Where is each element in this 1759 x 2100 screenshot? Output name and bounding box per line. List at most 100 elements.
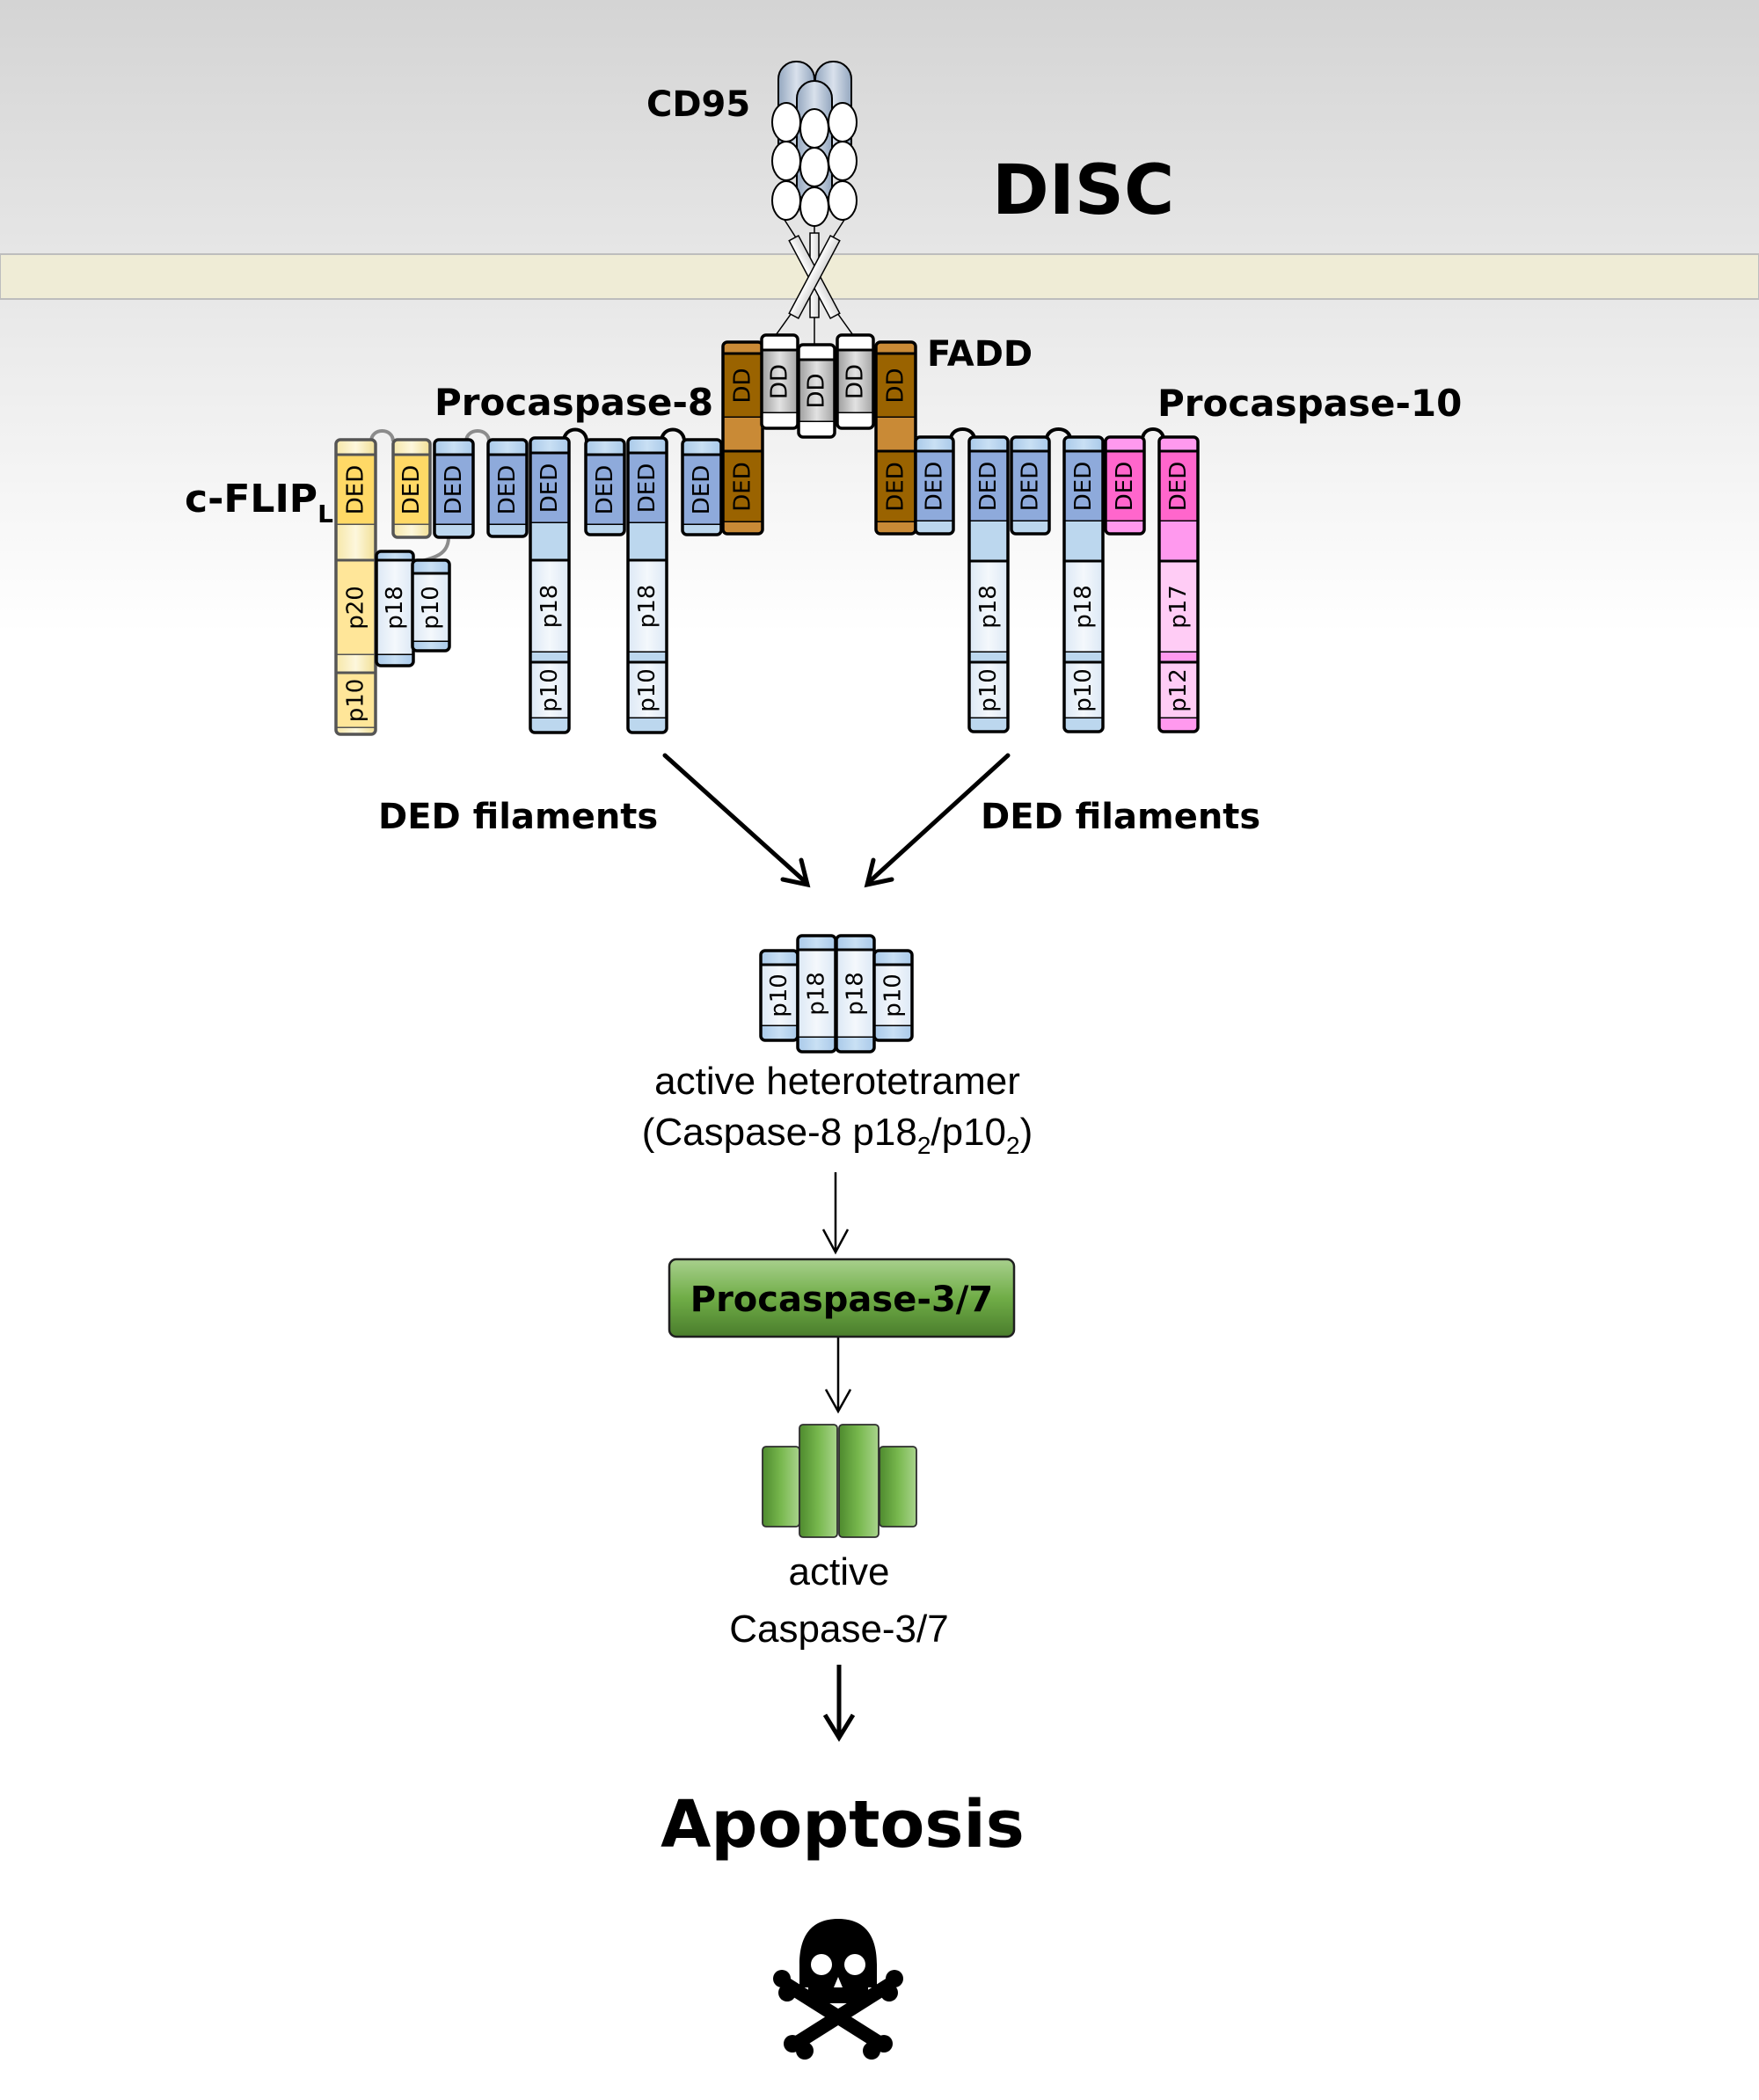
domain-outline xyxy=(391,438,432,539)
p18-label: p18 xyxy=(843,972,869,1016)
linker-segment xyxy=(628,523,667,560)
linker-segment xyxy=(837,413,873,428)
active-caspase37-label-line2: Caspase-3/7 xyxy=(729,1608,948,1651)
linker-segment xyxy=(393,525,430,537)
ded-label: DED xyxy=(883,462,909,511)
ded-label: DED xyxy=(536,463,563,513)
cd95-crd-domain xyxy=(771,102,801,142)
ded-label: DED xyxy=(1112,462,1138,511)
heterotetramer-composition: (Caspase-8 p182/p102) xyxy=(642,1111,1033,1159)
linker-segment xyxy=(412,642,449,651)
linker-segment xyxy=(1159,437,1198,451)
linker-segment xyxy=(628,718,667,733)
linker-segment xyxy=(1064,653,1103,662)
p20-label: p20 xyxy=(343,586,369,630)
linker-segment xyxy=(1106,437,1144,451)
caspase37-subunit xyxy=(762,1446,800,1528)
linker-segment xyxy=(798,1038,836,1052)
linker-segment xyxy=(1064,718,1103,732)
cd95-crd-domain xyxy=(799,108,829,149)
linker-segment xyxy=(682,525,721,535)
p18-label: p18 xyxy=(804,972,830,1016)
linker-segment xyxy=(412,560,449,573)
cd95-crd-domain xyxy=(771,141,801,181)
p12-domain xyxy=(1159,662,1198,718)
ded-label: DED xyxy=(634,463,661,513)
ded-domain xyxy=(969,451,1008,521)
domain-outline xyxy=(721,340,764,536)
p18-label: p18 xyxy=(382,586,408,630)
p18-domain xyxy=(628,560,667,653)
tetramer-subunit: p10 xyxy=(872,949,914,1042)
linker-segment xyxy=(336,655,376,673)
p20-domain xyxy=(336,560,376,655)
ded-filaments-right-label: DED filaments xyxy=(981,797,1260,837)
tetramer-subunit: p18 xyxy=(796,934,837,1054)
ded-label: DED xyxy=(1070,462,1097,511)
procaspase8-ded: DED xyxy=(1010,435,1051,536)
domain-outline xyxy=(914,435,955,536)
skull-crossbones-icon xyxy=(773,1919,903,2060)
dd-label: DD xyxy=(767,364,793,399)
linker-segment xyxy=(876,418,916,451)
ded-domain xyxy=(1106,451,1144,521)
linker-segment xyxy=(488,440,527,455)
linker-segment xyxy=(336,728,376,734)
p10-label: p10 xyxy=(418,586,444,630)
arrow-left-shaft xyxy=(662,753,809,886)
linker-segment xyxy=(836,1038,874,1052)
ded-domain xyxy=(1159,451,1198,521)
filament-arrows xyxy=(662,753,1011,888)
active-caspase37-label-line1: active xyxy=(789,1550,890,1593)
ded-domain xyxy=(682,455,721,525)
domain-outline xyxy=(411,558,451,653)
linker-segment xyxy=(1064,521,1103,561)
domain-outline xyxy=(967,435,1010,733)
ded-label: DED xyxy=(441,465,467,514)
linker-segment xyxy=(530,438,569,453)
cd95-crd-domain xyxy=(828,102,858,142)
cd95-dd: DD xyxy=(836,333,875,430)
linker-segment xyxy=(969,718,1008,732)
cflip-l-ded: DED xyxy=(391,438,432,539)
linker-segment xyxy=(1064,437,1103,451)
domain-outline xyxy=(584,438,626,536)
p18-domain xyxy=(969,561,1008,653)
p18-label: p18 xyxy=(1070,585,1097,629)
linker-segment xyxy=(376,551,413,560)
p10-domain xyxy=(412,573,449,642)
linker-segment xyxy=(1159,521,1198,561)
arrow-to-active-caspase37 xyxy=(824,1338,852,1414)
linker-segment xyxy=(530,653,569,662)
caspase37-subunit xyxy=(799,1424,838,1538)
caspase37-subunit xyxy=(838,1424,880,1538)
ded-label: DED xyxy=(343,465,369,514)
cd95-crd-domain xyxy=(828,141,858,181)
linker-segment xyxy=(969,521,1008,561)
ded-label: DED xyxy=(398,465,425,514)
linker-segment xyxy=(434,440,473,455)
ded-domain xyxy=(916,451,953,521)
dd-domain xyxy=(762,350,798,413)
p18-label: p18 xyxy=(975,585,1002,629)
p12-label: p12 xyxy=(1165,668,1192,712)
domain-outline xyxy=(836,333,875,430)
ded-domain xyxy=(488,455,527,525)
linker-segment xyxy=(682,440,721,455)
p10-label: p10 xyxy=(343,679,369,723)
domain-outline xyxy=(626,436,668,734)
domain-outline xyxy=(681,438,723,536)
ded-domain xyxy=(586,455,624,525)
ded-filaments-left-label: DED filaments xyxy=(378,797,658,837)
arrow-right-head xyxy=(864,857,894,888)
domain-outline xyxy=(529,436,571,734)
p10-domain xyxy=(628,662,667,718)
fadd-label: FADD xyxy=(927,334,1033,375)
p18-label: p18 xyxy=(634,585,661,629)
linker-segment xyxy=(586,440,624,455)
domain-outline xyxy=(1010,435,1051,536)
